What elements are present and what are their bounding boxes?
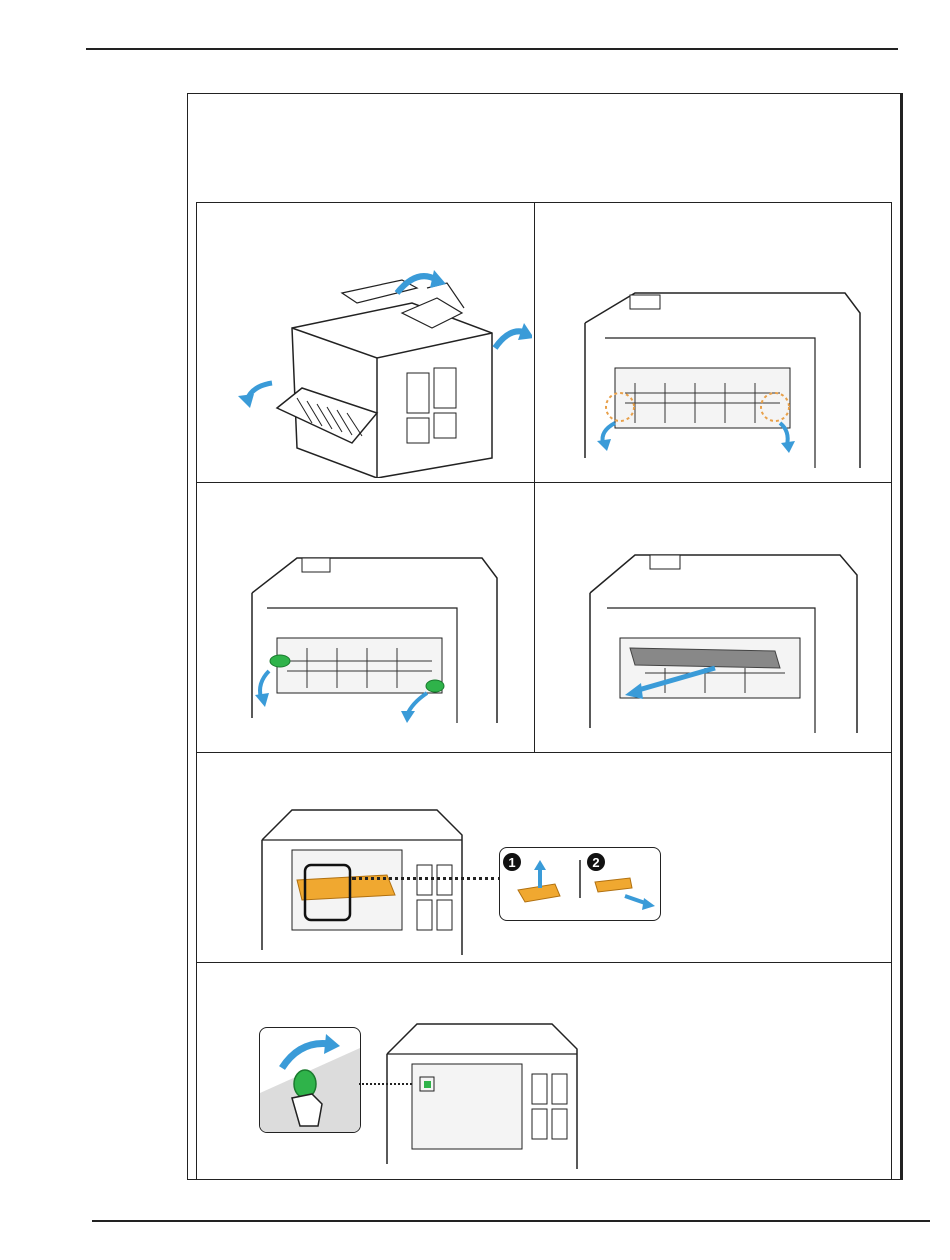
knob-zoom-inset <box>259 1027 361 1133</box>
step-1-illustration <box>202 208 532 478</box>
callout-number-2: 2 <box>592 855 599 870</box>
step-3-illustration <box>247 543 507 723</box>
step-2-cell <box>534 202 892 484</box>
step-1-cell <box>196 202 536 484</box>
step-6-cell <box>196 962 892 1180</box>
step-5-printer-illustration <box>257 805 472 955</box>
header-rule <box>86 48 898 50</box>
step-4-cell <box>534 482 892 754</box>
lever-release-callout: 1 2 <box>499 847 661 921</box>
step-5-cell: 1 2 <box>196 752 892 964</box>
callout-number-1: 1 <box>508 855 515 870</box>
footer-rule <box>92 1220 930 1222</box>
callout-connector <box>352 877 502 880</box>
step-3-cell <box>196 482 536 754</box>
step-4-illustration <box>585 543 865 733</box>
step-2-illustration <box>575 283 875 468</box>
step-6-printer-illustration <box>382 1019 582 1169</box>
frame-right-edge <box>901 93 903 1180</box>
